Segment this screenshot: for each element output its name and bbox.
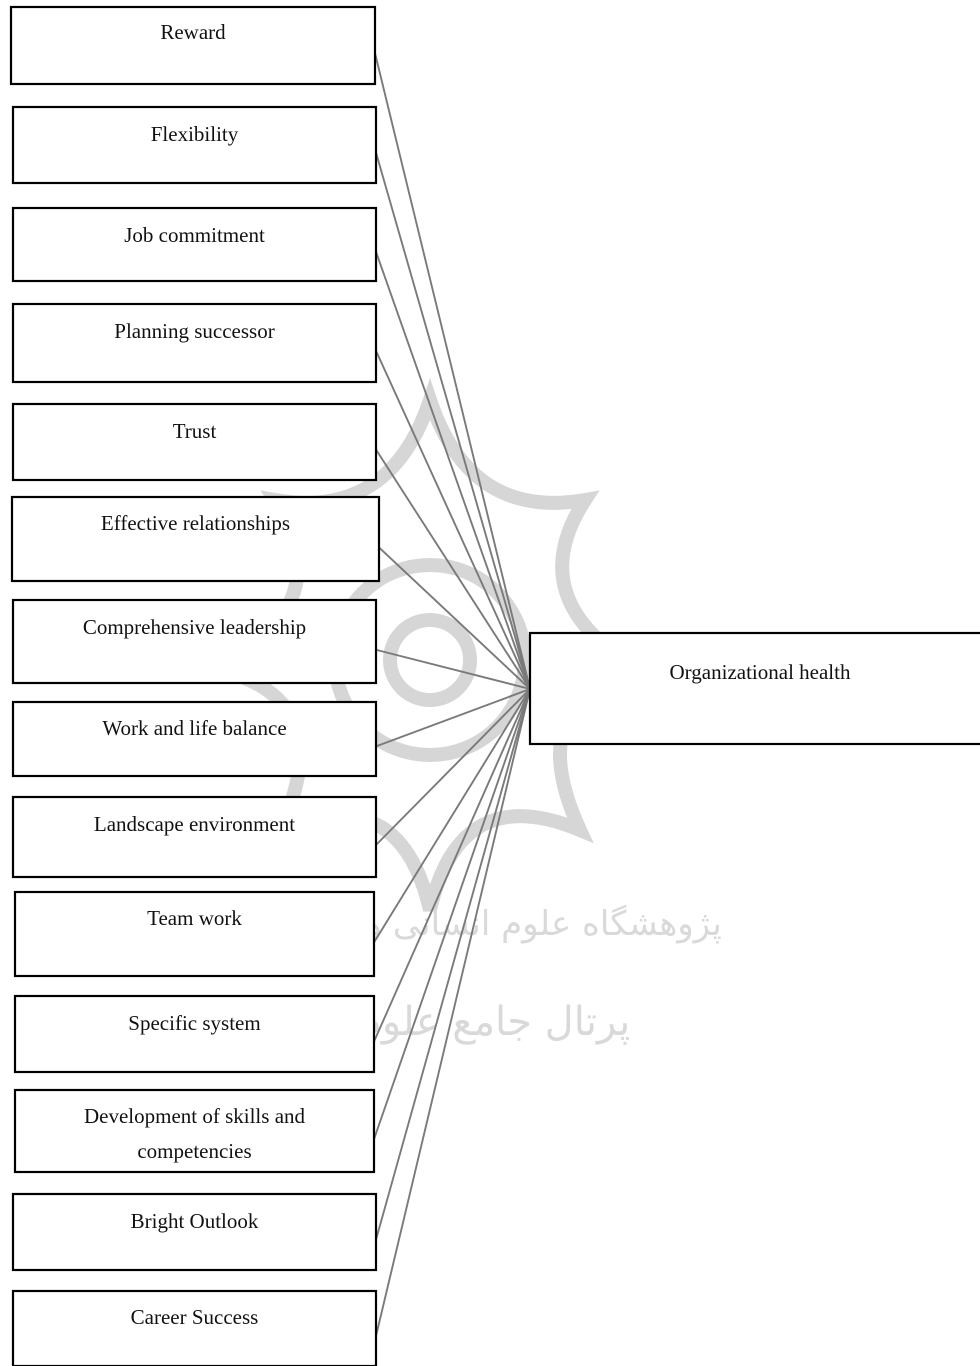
- label-job-commitment: Job commitment: [124, 223, 265, 247]
- connector-landscape-environment: [375, 688, 531, 846]
- box-team-work: [13, 890, 376, 978]
- label-comprehensive-leadership: Comprehensive leadership: [83, 615, 306, 639]
- box-flexibility: [11, 105, 378, 185]
- connector-effective-relationships: [378, 546, 531, 690]
- box-career-success: [11, 1289, 378, 1366]
- connector-career-success: [375, 688, 531, 1337]
- box-effective-relationships: [10, 495, 381, 583]
- box-job-commitment: [11, 206, 378, 283]
- box-reward: [9, 5, 377, 86]
- label-planning-successor: Planning successor: [114, 319, 274, 343]
- box-trust: [11, 402, 378, 482]
- connector-job-commitment: [375, 251, 531, 690]
- label-skills-competencies-line-1: Development of skills and: [84, 1104, 306, 1128]
- connector-flexibility: [375, 152, 531, 690]
- box-comprehensive-leadership: [11, 598, 378, 685]
- label-trust: Trust: [173, 419, 217, 443]
- connector-reward: [374, 52, 531, 690]
- connector-skills-competencies: [373, 688, 531, 1140]
- label-career-success: Career Success: [131, 1305, 259, 1329]
- label-effective-relationships: Effective relationships: [101, 511, 290, 535]
- connector-lines: [373, 52, 531, 1337]
- box-specific-system: [13, 994, 376, 1074]
- label-work-life-balance: Work and life balance: [102, 716, 286, 740]
- box-skills-competencies: [13, 1088, 376, 1174]
- label-team-work: Team work: [147, 906, 242, 930]
- label-skills-competencies-line-2: competencies: [137, 1139, 251, 1163]
- connector-bright-outlook: [375, 688, 531, 1240]
- connector-comprehensive-leadership: [375, 648, 531, 690]
- connector-trust: [375, 449, 531, 690]
- target-box: Organizational health: [528, 631, 980, 746]
- box-planning-successor: [11, 302, 378, 384]
- box-organizational-health: [528, 631, 980, 746]
- box-landscape-environment: [11, 795, 378, 879]
- label-reward: Reward: [160, 20, 226, 44]
- label-landscape-environment: Landscape environment: [94, 812, 295, 836]
- connector-specific-system: [373, 688, 531, 1042]
- label-organizational-health: Organizational health: [670, 660, 851, 684]
- box-bright-outlook: [11, 1192, 378, 1272]
- connector-team-work: [373, 688, 531, 943]
- label-flexibility: Flexibility: [151, 122, 239, 146]
- label-bright-outlook: Bright Outlook: [131, 1209, 259, 1233]
- connector-work-life-balance: [375, 688, 531, 748]
- box-work-life-balance: [11, 700, 378, 778]
- label-specific-system: Specific system: [128, 1011, 260, 1035]
- connector-planning-successor: [375, 350, 531, 690]
